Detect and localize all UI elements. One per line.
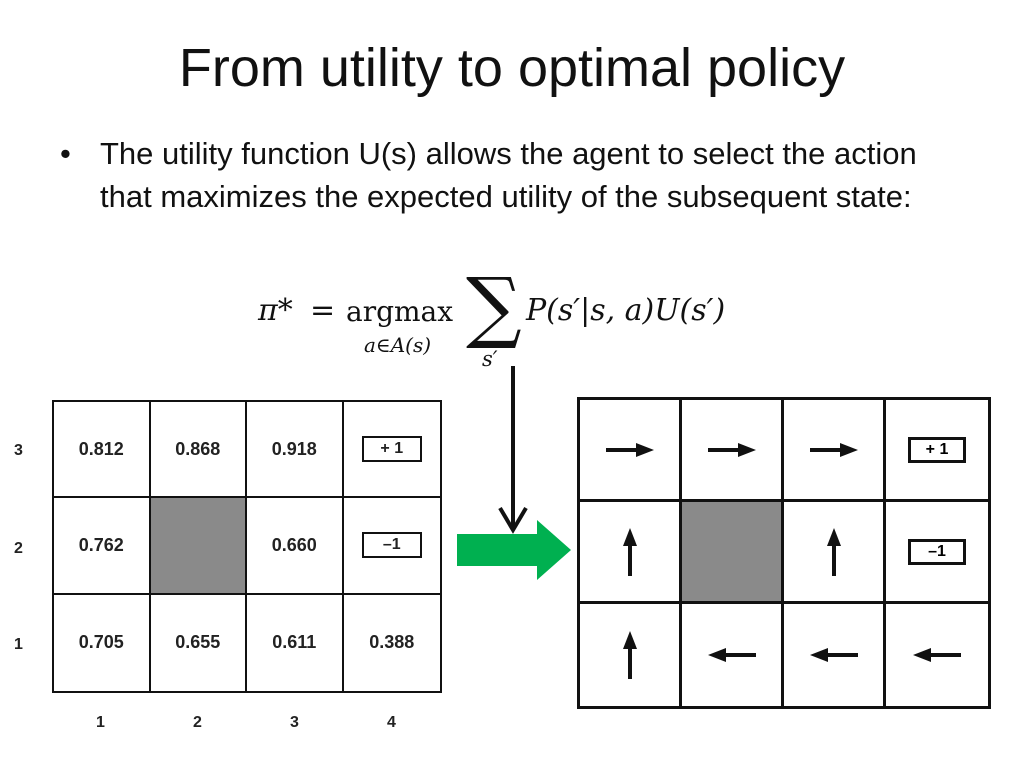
policy-formula: π* = argmax a∈A(s) ∑ s′ P(s′|s, a)U(s′) (258, 267, 778, 380)
row-label-2: 2 (14, 540, 23, 557)
utility-cell: 0.762 (54, 498, 151, 595)
utility-cell: 0.660 (247, 498, 344, 595)
col-label-2: 2 (193, 714, 202, 731)
blocked-cell (150, 498, 247, 595)
policy-cell (784, 502, 886, 604)
formula-argmax-subscript: a∈A(s) (364, 333, 432, 357)
utility-cell: 0.611 (247, 594, 344, 691)
policy-cell (784, 604, 886, 706)
row-label-3: 3 (14, 442, 23, 459)
policy-cell (886, 604, 988, 706)
formula-argmax: argmax (346, 295, 454, 328)
down-arrow-connector (498, 366, 528, 534)
arrow-right-icon (707, 442, 756, 457)
col-label-1: 1 (96, 714, 105, 731)
terminal-plus-label: + 1 (361, 436, 422, 463)
arrow-up-icon (622, 527, 637, 576)
utility-cell: 0.388 (369, 632, 415, 653)
arrow-up-icon (826, 527, 841, 576)
policy-cell (682, 604, 784, 706)
terminal-cell-minus: –1 (886, 502, 988, 604)
arrow-left-icon (913, 648, 961, 662)
formula-equals: = (310, 293, 336, 328)
terminal-minus-label: –1 (361, 532, 422, 559)
utility-cell: 0.705 (54, 594, 151, 691)
policy-cell (580, 502, 682, 604)
arrow-left-icon (809, 648, 858, 662)
bullet-marker: • (60, 136, 71, 171)
utility-cell: 0.812 (54, 402, 151, 499)
row-label-1: 1 (14, 636, 23, 653)
policy-cell (784, 400, 886, 502)
policy-cell (682, 400, 784, 502)
formula-lhs: π* (258, 293, 293, 328)
formula-sum-subscript: s′ (482, 347, 498, 371)
slide-title: From utility to optimal policy (178, 38, 846, 98)
terminal-minus-label: –1 (908, 538, 966, 565)
policy-grid: + 1 –1 (577, 397, 991, 709)
col-label-4: 4 (387, 714, 396, 731)
terminal-cell-plus: + 1 (343, 402, 440, 499)
policy-cell (580, 604, 682, 706)
green-transition-arrow (457, 520, 571, 580)
utility-cell: 0.655 (151, 594, 247, 691)
utility-cell: 0.918 (247, 402, 344, 499)
arrow-right-icon (809, 442, 858, 457)
terminal-cell-plus: + 1 (886, 400, 988, 502)
arrow-up-icon (622, 631, 637, 679)
arrow-right-icon (605, 442, 654, 457)
policy-cell (580, 400, 682, 502)
col-label-3: 3 (290, 714, 299, 731)
arrow-left-icon (707, 648, 756, 662)
utility-cell: 0.868 (150, 402, 247, 499)
formula-body: P(s′|s, a)U(s′) (526, 293, 726, 328)
terminal-plus-label: + 1 (908, 436, 966, 463)
utility-grid: 0.812 0.868 0.918 + 1 0.762 0.660 –1 0.7… (52, 400, 442, 693)
formula-sum-symbol: ∑ (466, 262, 522, 352)
terminal-cell-minus: –1 (343, 498, 440, 595)
blocked-cell (682, 502, 784, 604)
bullet-text: The utility function U(s) allows the age… (100, 136, 917, 214)
